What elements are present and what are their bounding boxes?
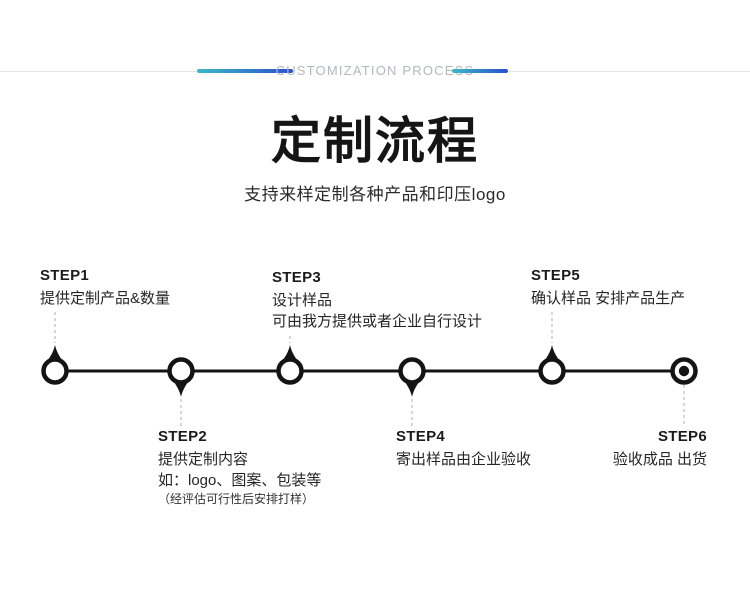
timeline-node-5 xyxy=(538,357,566,385)
step-3-desc2: 可由我方提供或者企业自行设计 xyxy=(272,313,483,330)
section-title: 定制流程 xyxy=(271,113,479,169)
section-eyebrow: CUSTOMIZATION PROCESS xyxy=(275,63,475,78)
timeline-node-2 xyxy=(167,357,195,385)
timeline-node-6 xyxy=(670,357,698,385)
step-1: STEP1 提供定制产品&数量 xyxy=(40,267,170,309)
timeline-node-4 xyxy=(398,357,426,385)
step-3: STEP3 设计样品 可由我方提供或者企业自行设计 xyxy=(272,269,482,332)
step-5: STEP5 确认样品 安排产品生产 xyxy=(531,267,685,309)
timeline-node-6-dot xyxy=(678,365,690,377)
timeline-node-1 xyxy=(41,357,69,385)
pointer-up-step1 xyxy=(47,345,63,362)
step-5-label: STEP5 xyxy=(531,267,581,284)
step-2-desc2: 如：logo、图案、包装等 xyxy=(158,472,322,489)
step-6: STEP6 验收成品 出货 xyxy=(613,428,707,470)
step-4: STEP4 寄出样品由企业验收 xyxy=(396,428,531,470)
header-hairline-left xyxy=(0,71,197,72)
step-1-desc: 提供定制产品&数量 xyxy=(40,290,171,307)
pointer-up-step5 xyxy=(544,345,560,362)
step-3-desc: 设计样品 xyxy=(272,292,333,309)
header-accent-bar-right xyxy=(452,69,508,73)
step-2-note: （经评估可行性后安排打样） xyxy=(158,492,315,506)
timeline-node-3 xyxy=(276,357,304,385)
step-5-desc: 确认样品 安排产品生产 xyxy=(531,290,686,307)
step-4-desc: 寄出样品由企业验收 xyxy=(396,451,532,468)
header-accent-bar-left xyxy=(197,69,293,73)
step-4-label: STEP4 xyxy=(396,428,446,445)
step-3-label: STEP3 xyxy=(272,269,322,286)
step-2-desc: 提供定制内容 xyxy=(158,451,249,468)
section-subtitle: 支持来样定制各种产品和印压logo xyxy=(244,185,506,204)
step-2: STEP2 提供定制内容 如：logo、图案、包装等 （经评估可行性后安排打样） xyxy=(158,428,321,508)
pointer-up-step3 xyxy=(282,345,298,362)
pointer-down-step4 xyxy=(404,380,420,397)
step-1-label: STEP1 xyxy=(40,267,90,284)
step-2-label: STEP2 xyxy=(158,428,208,445)
pointer-down-step2 xyxy=(173,380,189,397)
step-6-desc: 验收成品 出货 xyxy=(612,451,707,468)
header-hairline-right xyxy=(508,71,750,72)
step-6-label: STEP6 xyxy=(657,428,707,445)
